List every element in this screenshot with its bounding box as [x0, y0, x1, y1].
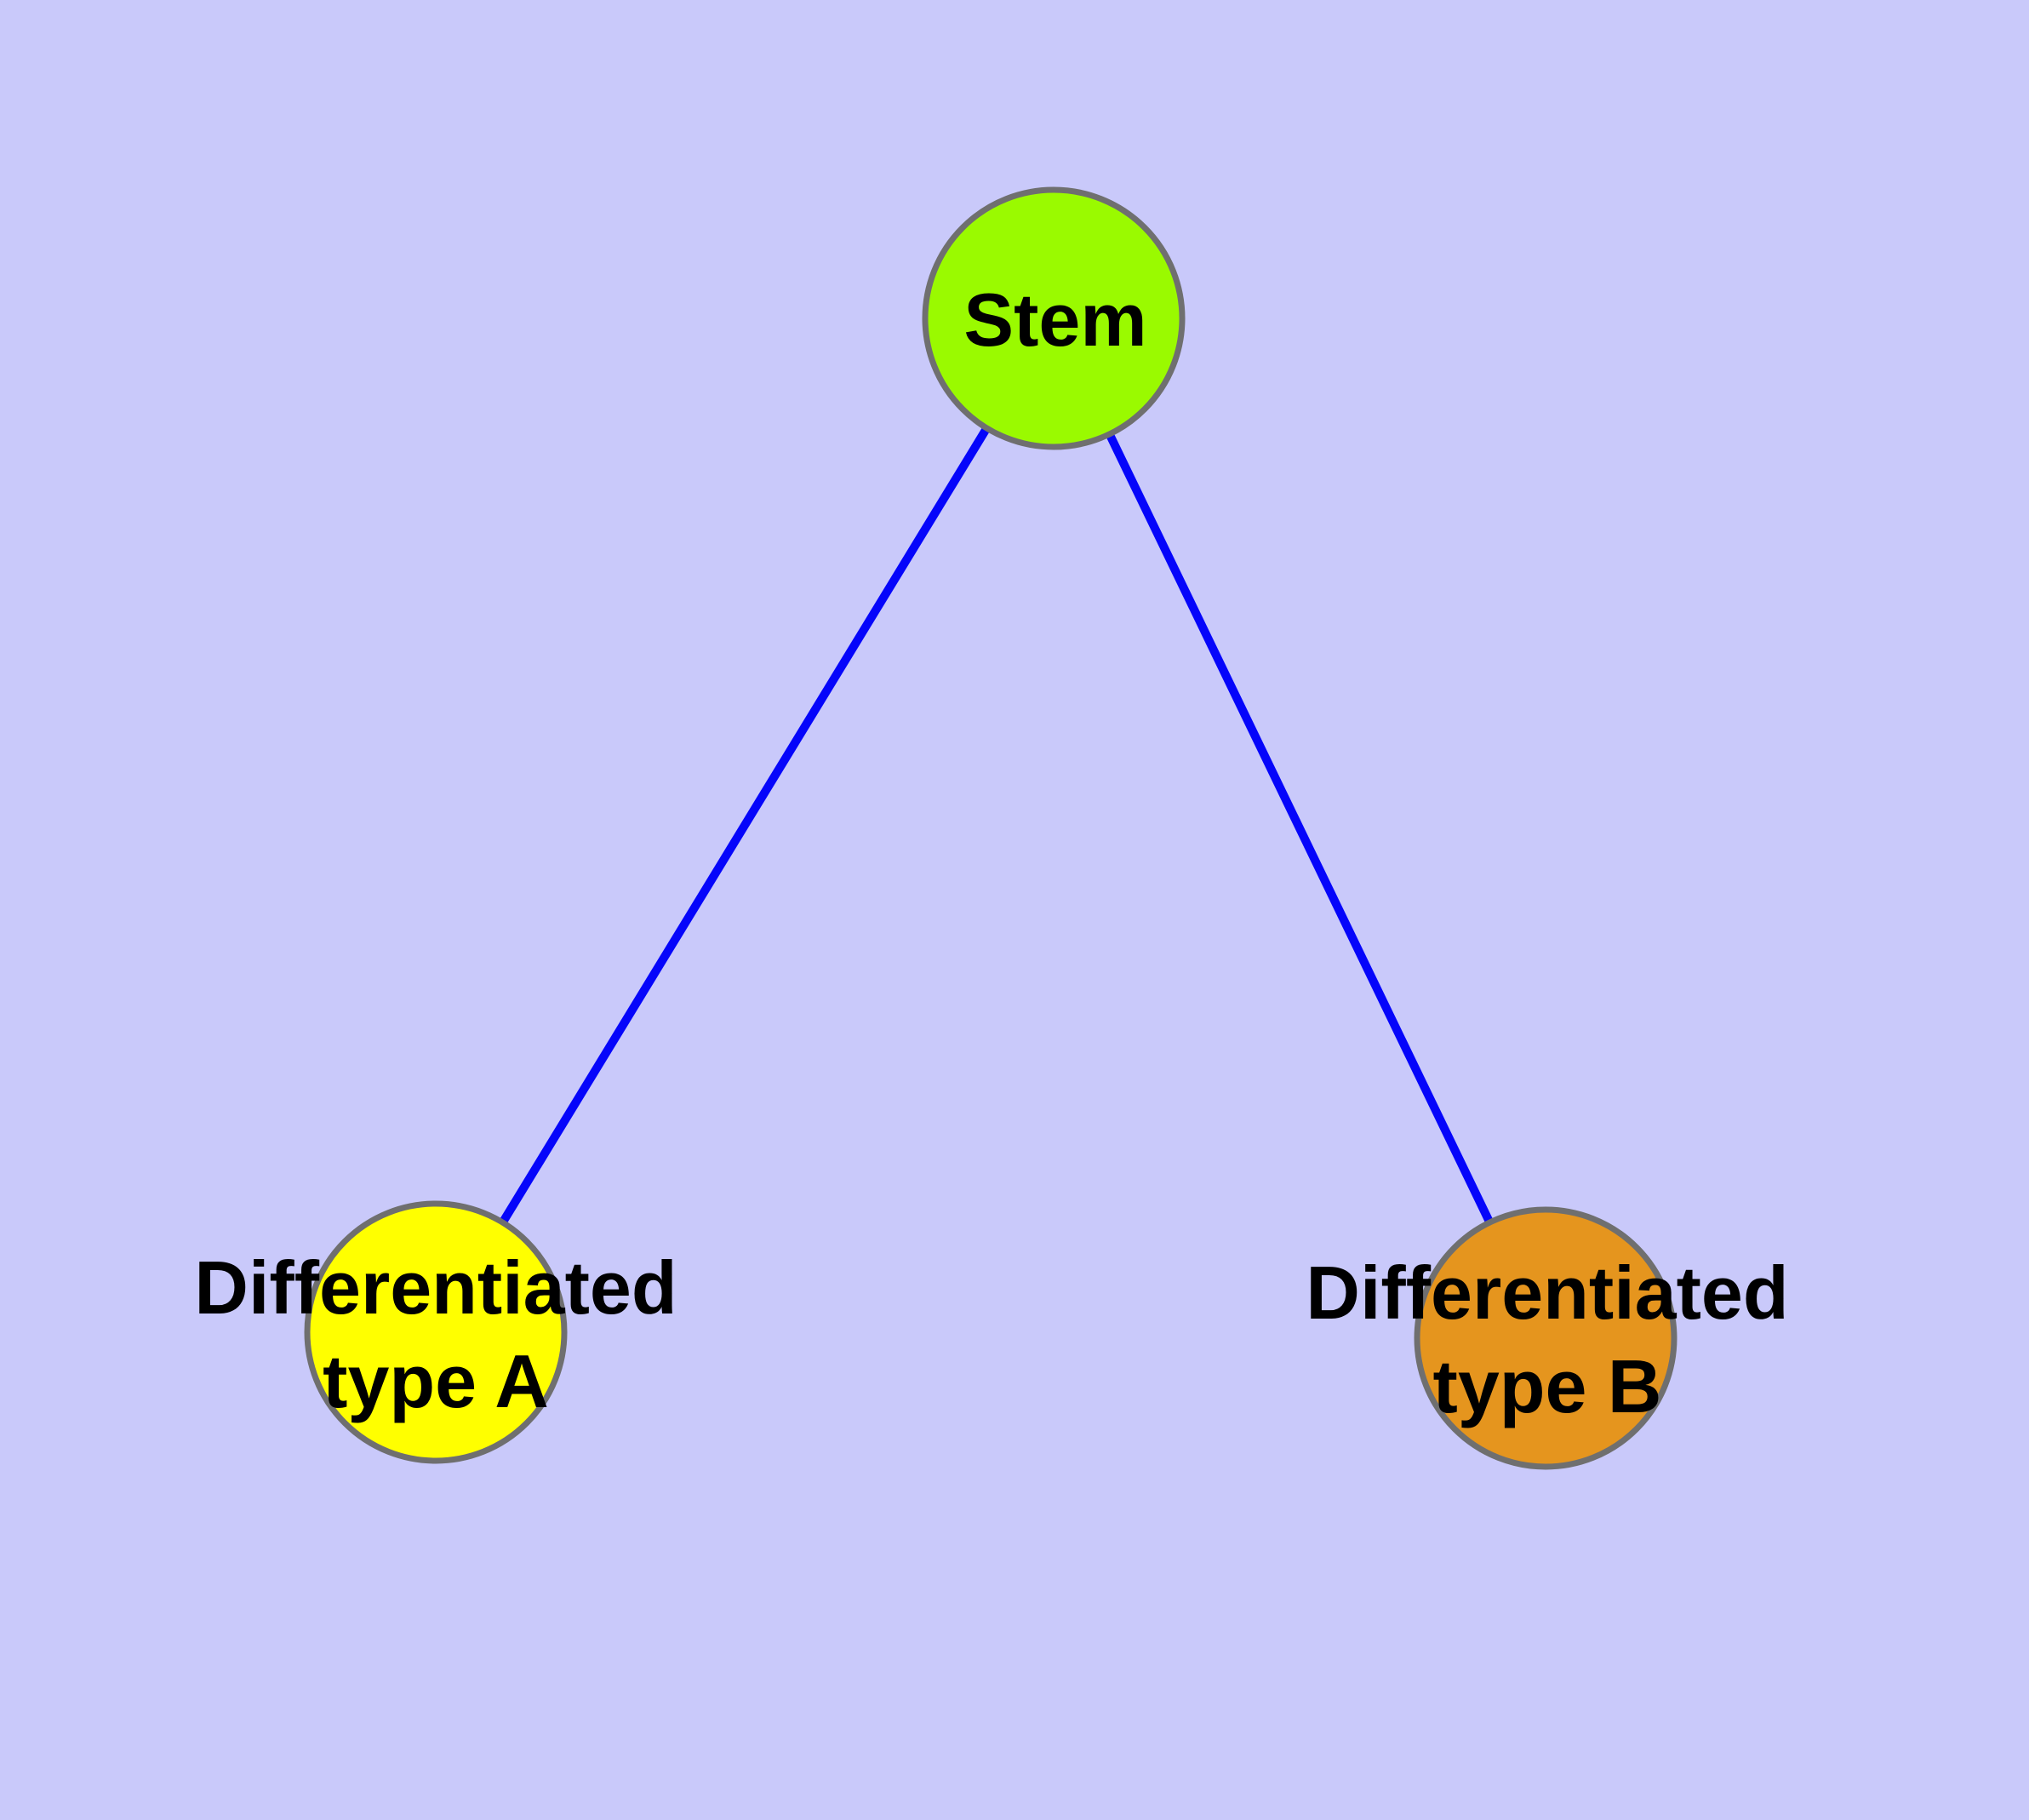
node-type-b-circle [1414, 1206, 1677, 1470]
node-type-b-label-line2: type B [1432, 1344, 1662, 1428]
node-stem-label-text: Stem [963, 278, 1147, 362]
node-type-a-label-line1: Differentiated [194, 1245, 677, 1330]
edge-stem-to-type-a [432, 316, 1058, 1335]
node-type-a-label: Differentiated type A [194, 1241, 677, 1428]
node-type-a-circle [304, 1200, 568, 1464]
edge-stem-to-type-b [1049, 316, 1550, 1341]
node-stem-label: Stem [963, 273, 1146, 367]
node-type-b-label: Differentiated type B [1306, 1246, 1788, 1434]
node-stem-circle [922, 186, 1186, 450]
node-type-b-label-line1: Differentiated [1306, 1251, 1789, 1335]
node-type-a-label-line2: type A [323, 1339, 549, 1423]
